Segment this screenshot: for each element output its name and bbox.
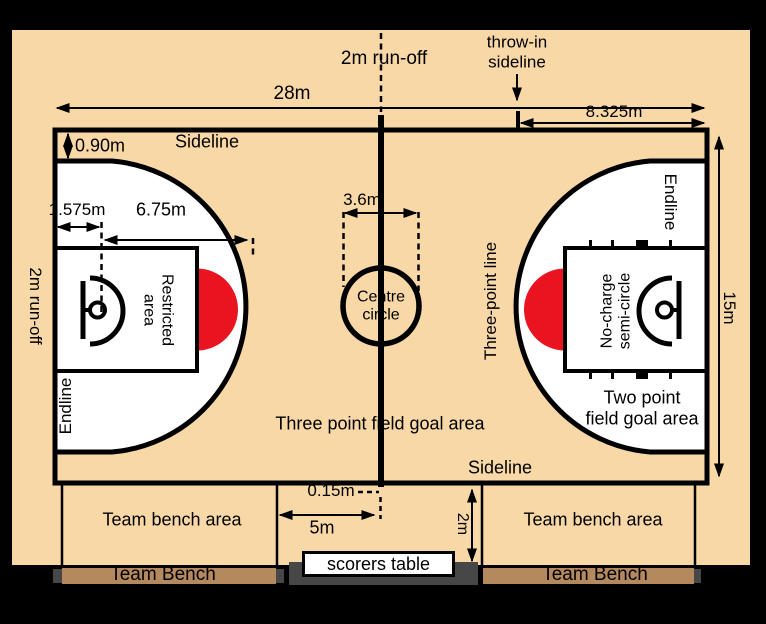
- throw-in-sideline-label: throw-in sideline: [486, 32, 548, 71]
- sideline-bottom-label: Sideline: [467, 457, 533, 478]
- centre-circle: [340, 265, 422, 347]
- centre-circle-label: Centre circle: [356, 288, 406, 324]
- dim-1-575m: 1.575m: [48, 200, 106, 220]
- restricted-area-right: [563, 246, 709, 373]
- endline-right-label: Endline: [660, 173, 680, 231]
- sideline-top-label: Sideline: [174, 131, 240, 152]
- basket-right: [636, 275, 682, 347]
- team-bench-area-left-label: Team bench area: [102, 509, 242, 530]
- dim-0-90m: 0.90m: [74, 135, 126, 156]
- bench-shadow-right-end: [694, 569, 701, 583]
- dim-15m: 15m: [719, 291, 739, 325]
- bench-shadow-left-inner: [276, 569, 284, 583]
- free-throw-semicircle-right: [524, 268, 565, 351]
- free-throw-semicircle-left: [197, 268, 238, 351]
- run-off-top-label: 2m run-off: [340, 48, 428, 70]
- dashed-guides: [100, 33, 420, 519]
- dim-8-325m: 8.325m: [585, 102, 643, 122]
- three-point-line-label: Three-point line: [481, 241, 501, 361]
- scorers-table-label: scorers table: [326, 553, 431, 574]
- dim-2m: 2m: [454, 512, 472, 536]
- bench-shadow-left-end: [53, 569, 62, 583]
- dim-5m: 5m: [309, 517, 335, 538]
- no-charge-label: No-charge semi-circle: [598, 272, 634, 350]
- dimension-arrows: [55, 74, 724, 563]
- team-bench-bar-left: [62, 568, 276, 584]
- three-point-area-label: Three point field goal area: [275, 413, 485, 434]
- bench-dividers: [60, 483, 697, 565]
- endline-left-label: Endline: [56, 377, 76, 435]
- dim-3-6m: 3.6m: [343, 190, 381, 210]
- lane-marks-right: [589, 240, 672, 379]
- team-bench-left-label: Team Bench: [110, 564, 216, 586]
- dim-0-15m: 0.15m: [307, 481, 355, 501]
- dim-28m: 28m: [273, 83, 311, 105]
- basket-left: [80, 275, 126, 347]
- team-bench-bar-right: [483, 568, 694, 584]
- scorers-table: scorers table: [302, 551, 455, 577]
- dim-6-75m: 6.75m: [135, 199, 187, 220]
- team-bench-area-right-label: Team bench area: [523, 509, 663, 530]
- two-point-area-label: Two point field goal area: [585, 387, 699, 428]
- run-off-left-label: 2m run-off: [25, 267, 45, 345]
- restricted-area-label: Restricted area: [140, 273, 176, 347]
- team-bench-right-label: Team Bench: [542, 564, 648, 586]
- restricted-area-left: [53, 246, 199, 373]
